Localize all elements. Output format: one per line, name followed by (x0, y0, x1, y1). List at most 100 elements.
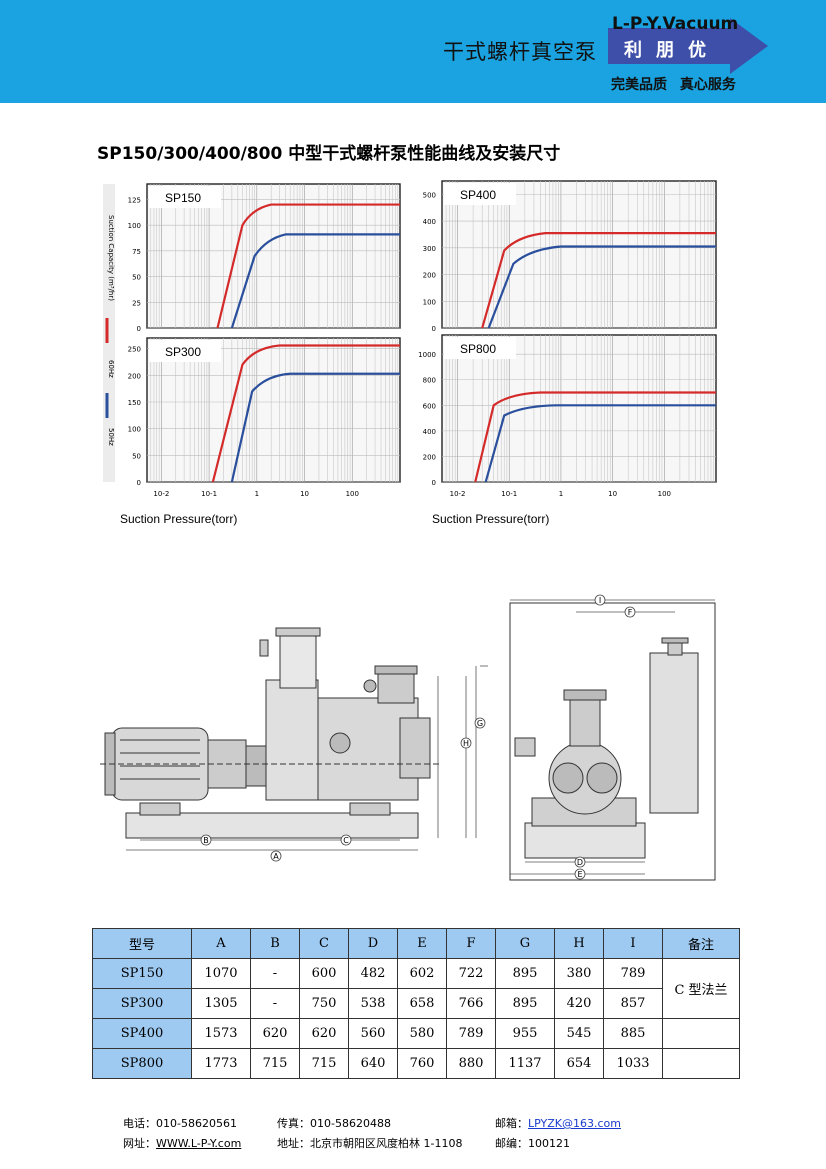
footer-address: 地址：北京市朝阳区风度柏林 1-1108 (277, 1137, 463, 1150)
y-axis-label: Suction Capacity (m³/hr) (107, 215, 115, 301)
footer-tel: 电话：010-58620561 (123, 1117, 237, 1130)
x-tick-label: 10 (608, 490, 617, 498)
footer-mail: 邮箱：LPYZK@163.com (495, 1117, 621, 1130)
x-axis-label-left: Suction Pressure(torr) (120, 512, 238, 526)
column-header: D (348, 928, 398, 959)
x-tick-label: 100 (346, 490, 359, 498)
value-cell: 880 (446, 1048, 496, 1079)
dimension-label-e: E (574, 868, 586, 880)
column-header: G (495, 928, 555, 959)
value-cell: 857 (603, 988, 663, 1019)
dimension-label-d: D (574, 856, 586, 868)
note-cell-empty (662, 1018, 740, 1049)
svg-text:I: I (599, 596, 601, 605)
y-tick-label: 100 (128, 222, 141, 230)
chart-label-box (444, 337, 516, 359)
value-cell: 1773 (191, 1048, 251, 1079)
y-tick-label: 800 (423, 377, 436, 385)
value-cell: 560 (348, 1018, 398, 1049)
y-tick-label: 125 (128, 196, 141, 204)
y-tick-label: 200 (128, 372, 141, 380)
note-cell: C 型法兰 (662, 958, 740, 1019)
value-cell: 1137 (495, 1048, 555, 1079)
column-header: B (250, 928, 300, 959)
model-cell: SP300 (92, 988, 192, 1019)
footer-fax: 传真：010-58620488 (277, 1117, 391, 1130)
value-cell: 545 (554, 1018, 604, 1049)
legend-50hz-label: 50Hz (107, 428, 115, 446)
y-tick-label: 100 (423, 298, 436, 306)
brand-chinese-name: 利朋优 (624, 40, 720, 61)
dimension-label-b: B (200, 834, 212, 846)
y-tick-label: 150 (128, 399, 141, 407)
y-tick-label: 200 (423, 453, 436, 461)
x-tick-label: 10-2 (153, 490, 169, 498)
value-cell: 766 (446, 988, 496, 1019)
value-cell: 580 (397, 1018, 447, 1049)
chart-label: SP300 (165, 345, 201, 359)
column-header: F (446, 928, 496, 959)
value-cell: 955 (495, 1018, 555, 1049)
value-cell: 538 (348, 988, 398, 1019)
chart-label-box (149, 186, 221, 208)
value-cell: 640 (348, 1048, 398, 1079)
value-cell: 654 (554, 1048, 604, 1079)
x-axis-label-right: Suction Pressure(torr) (432, 512, 550, 526)
svg-text:B: B (203, 836, 209, 845)
y-tick-label: 100 (128, 426, 141, 434)
series-50hz (484, 404, 716, 483)
x-tick-label: 10-1 (201, 490, 217, 498)
brand-arrow-icon (608, 18, 768, 74)
x-tick-label: 1 (255, 490, 259, 498)
value-cell: 722 (446, 958, 496, 989)
x-tick-label: 10-2 (450, 490, 466, 498)
svg-text:E: E (577, 870, 582, 879)
series-50hz (230, 372, 400, 483)
svg-text:D: D (577, 858, 583, 867)
x-tick-label: 100 (658, 490, 671, 498)
value-cell: - (250, 988, 300, 1019)
y-tick-label: 50 (132, 274, 141, 282)
footer-web: 网址：WWW.L-P-Y.com (123, 1137, 242, 1150)
svg-text:G: G (477, 719, 483, 728)
svg-text:C: C (343, 836, 349, 845)
value-cell: 620 (250, 1018, 300, 1049)
value-cell: 1033 (603, 1048, 663, 1079)
website-link[interactable]: WWW.L-P-Y.com (156, 1137, 242, 1150)
email-link[interactable]: LPYZK@163.com (528, 1117, 621, 1130)
model-cell: SP800 (92, 1048, 192, 1079)
dimension-label-i: I (594, 594, 606, 606)
plot-area (441, 334, 717, 483)
dimension-label-a: A (270, 850, 282, 862)
column-header: E (397, 928, 447, 959)
value-cell: 602 (397, 958, 447, 989)
value-cell: 715 (250, 1048, 300, 1079)
side-view (100, 627, 440, 839)
value-cell: 715 (299, 1048, 349, 1079)
chart-label-box (149, 340, 221, 362)
value-cell: 482 (348, 958, 398, 989)
value-cell: 1070 (191, 958, 251, 989)
y-tick-label: 0 (432, 325, 436, 333)
column-header: 型号 (92, 928, 192, 959)
series-60hz (474, 391, 716, 483)
x-tick-label: 10 (300, 490, 309, 498)
value-cell: 760 (397, 1048, 447, 1079)
value-cell: 750 (299, 988, 349, 1019)
chart-label-box (444, 183, 516, 205)
chart-label: SP800 (460, 342, 496, 356)
footer-zip: 邮编：100121 (495, 1137, 570, 1150)
legend-60hz-label: 60Hz (107, 360, 115, 378)
y-tick-label: 0 (432, 479, 436, 487)
value-cell: - (250, 958, 300, 989)
y-tick-label: 200 (423, 272, 436, 280)
